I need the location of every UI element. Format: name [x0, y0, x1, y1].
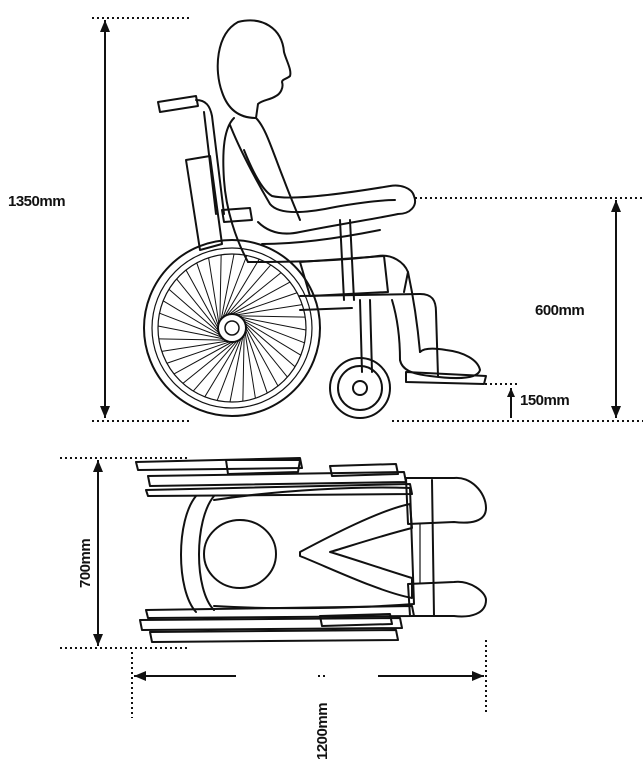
- wheel-spoke: [162, 300, 221, 336]
- wheel-spoke: [244, 322, 296, 368]
- side-view: 1350mm 600mm 150mm: [8, 17, 643, 422]
- wheel-spoke: [176, 278, 219, 331]
- wheel-spoke: [238, 315, 306, 318]
- wheel-spoke: [216, 338, 242, 401]
- wheel-spoke: [168, 288, 220, 334]
- wheel-spoke: [185, 269, 219, 329]
- wheel-spoke: [245, 327, 279, 387]
- wheel-spoke: [240, 316, 307, 331]
- wheel-spoke: [192, 340, 238, 392]
- overall-height-dimension: 1350mm: [8, 17, 190, 418]
- overall-length-label: 1200mm: [314, 703, 331, 760]
- wheel-spoke: [204, 339, 240, 398]
- wheelchair-top: [135, 457, 487, 643]
- footrest-height-dimension: 150mm: [485, 383, 570, 418]
- wheel-spoke: [196, 262, 219, 326]
- wheel-spoke: [161, 340, 228, 352]
- armrest-height-dimension: 600mm: [415, 197, 643, 418]
- armrest-height-label: 600mm: [535, 302, 584, 319]
- wheel-spoke: [222, 255, 248, 318]
- wheel-spoke: [159, 312, 222, 338]
- wheel-spoke: [242, 318, 305, 344]
- top-view: 700mm 1200mm: [60, 457, 487, 760]
- overall-height-label: 1350mm: [8, 193, 65, 210]
- wheel-spokes: [157, 253, 307, 403]
- wheel-spoke: [224, 258, 260, 317]
- wheel-spoke: [236, 304, 303, 316]
- wheel-spoke: [229, 336, 244, 403]
- wheel-spoke: [220, 253, 235, 320]
- wheel-spoke: [242, 334, 245, 402]
- wheel-spoke: [245, 330, 268, 394]
- wheel-spoke: [173, 341, 233, 375]
- wheel-spoke: [182, 341, 235, 384]
- wheel-spoke: [226, 264, 272, 316]
- wheel-spoke: [157, 325, 224, 340]
- wheel-spoke: [244, 332, 256, 399]
- wheel-spoke: [158, 338, 226, 341]
- wheelchair-frame-side: [143, 95, 487, 419]
- wheel-spoke: [219, 254, 222, 322]
- wheel-spoke: [208, 257, 220, 324]
- wheel-spoke: [234, 292, 298, 315]
- wheel-spoke: [243, 320, 302, 356]
- wheel-spoke: [166, 341, 230, 364]
- wheel-spoke: [229, 272, 282, 315]
- wheel-spoke: [231, 281, 291, 315]
- overall-length-dimension: 1200mm: [131, 640, 487, 760]
- overall-width-label: 700mm: [77, 539, 94, 588]
- footrest-height-label: 150mm: [520, 392, 569, 409]
- overall-width-dimension: 700mm: [60, 457, 190, 649]
- wheel-spoke: [245, 325, 288, 378]
